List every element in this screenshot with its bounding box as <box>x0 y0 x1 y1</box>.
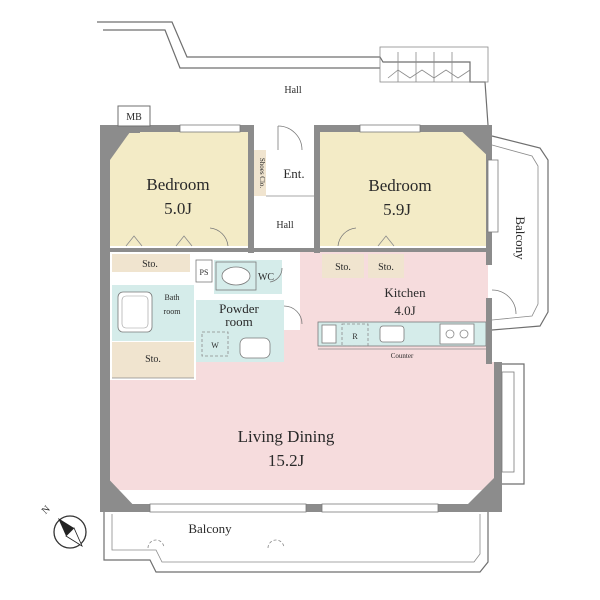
toilet-icon <box>221 266 251 286</box>
fridge-space <box>341 323 369 347</box>
storage-kitchen-a-area <box>322 254 364 278</box>
kitchen-size: 4.0J <box>394 303 415 318</box>
counter-label: Counter <box>391 352 414 360</box>
powder-label-line1: Powder <box>219 301 259 316</box>
bedroom-right-size: 5.9J <box>383 200 411 219</box>
wc-label: WC <box>258 272 274 283</box>
bedroom-right-area <box>318 132 486 246</box>
bedroom-left-name: Bedroom <box>146 175 209 194</box>
living-size: 15.2J <box>268 451 305 470</box>
living-name: Living Dining <box>238 427 335 446</box>
bedroom-right-name: Bedroom <box>368 176 431 195</box>
corridor-outline <box>97 21 489 126</box>
powder-label-line2: room <box>225 314 252 329</box>
fridge-label: R <box>352 332 358 341</box>
balcony-bottom-outline <box>103 512 489 573</box>
sink-icon <box>239 337 271 359</box>
storage-bedroom-left-area <box>112 254 190 272</box>
storage-kitchen-b-label: Sto. <box>378 262 394 273</box>
stove-icon <box>439 323 475 345</box>
hall-top-label: Hall <box>284 85 301 96</box>
kitchen-name: Kitchen <box>384 285 426 300</box>
bedroom-left-size: 5.0J <box>164 199 192 218</box>
bath-label-line1: Bath <box>164 293 179 302</box>
mb-label: MB <box>126 112 142 123</box>
washer-label: W <box>211 341 219 350</box>
balcony-right-label: Balcony <box>513 216 528 260</box>
bathtub-icon <box>117 291 153 333</box>
washer-space <box>201 331 229 357</box>
bedroom-left-area <box>110 132 248 246</box>
living-kitchen-area <box>110 252 500 490</box>
storage-kitchen-b-area <box>368 254 404 278</box>
storage-bedroom-left-label: Sto. <box>142 259 158 270</box>
shoes-closet-label: Shoes Clo. <box>258 158 266 189</box>
storage-kitchen-a-label: Sto. <box>335 262 351 273</box>
north-label: N <box>40 504 53 517</box>
balcony-bottom-label: Balcony <box>188 521 232 536</box>
ps-wc-label: PS <box>200 268 209 277</box>
mb-box <box>117 105 151 127</box>
balcony-right-outline <box>491 135 549 331</box>
storage-bath-area <box>112 342 194 378</box>
kitchen-sink-icon <box>379 325 405 343</box>
bath-label-line2: room <box>164 307 182 316</box>
storage-bath-label: Sto. <box>145 354 161 365</box>
north-arrow-icon <box>53 515 87 549</box>
hall-inner-label: Hall <box>276 220 293 231</box>
entrance-label: Ent. <box>283 166 304 181</box>
